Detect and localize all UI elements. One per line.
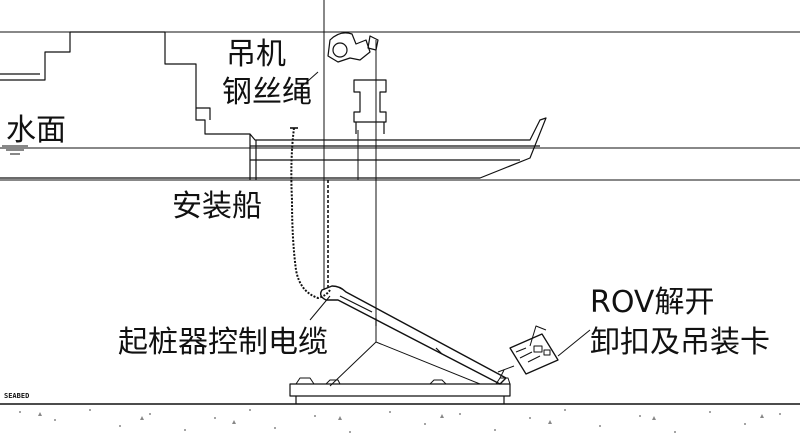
leader-control-cable [309,295,331,321]
label-rov-line1: ROV解开 [590,285,715,320]
vessel-bridge-detail [0,73,211,120]
label-water-surface: 水面 [6,113,66,148]
rigging-spreader [329,341,481,387]
crane-block-icon [327,32,387,134]
pile-lifter-icon [319,285,507,385]
water-level-symbol-icon [2,145,28,155]
label-crane-wire-line2: 钢丝绳 [222,75,312,110]
label-lifter-control-cable: 起桩器控制电缆 [118,325,328,360]
label-installation-vessel: 安装船 [172,189,262,224]
seabed-base-frame [289,377,511,404]
label-crane-wire-line1: 吊机 [226,37,286,72]
seabed-texture [19,409,781,433]
rov-vehicle-icon [497,325,591,379]
vessel-hull [0,31,547,179]
label-rov-line2: 卸扣及吊装卡 [590,325,770,360]
label-seabed: SEABED [4,392,30,400]
vessel-deck-line [249,134,540,180]
leader-crane-wire [299,71,319,89]
